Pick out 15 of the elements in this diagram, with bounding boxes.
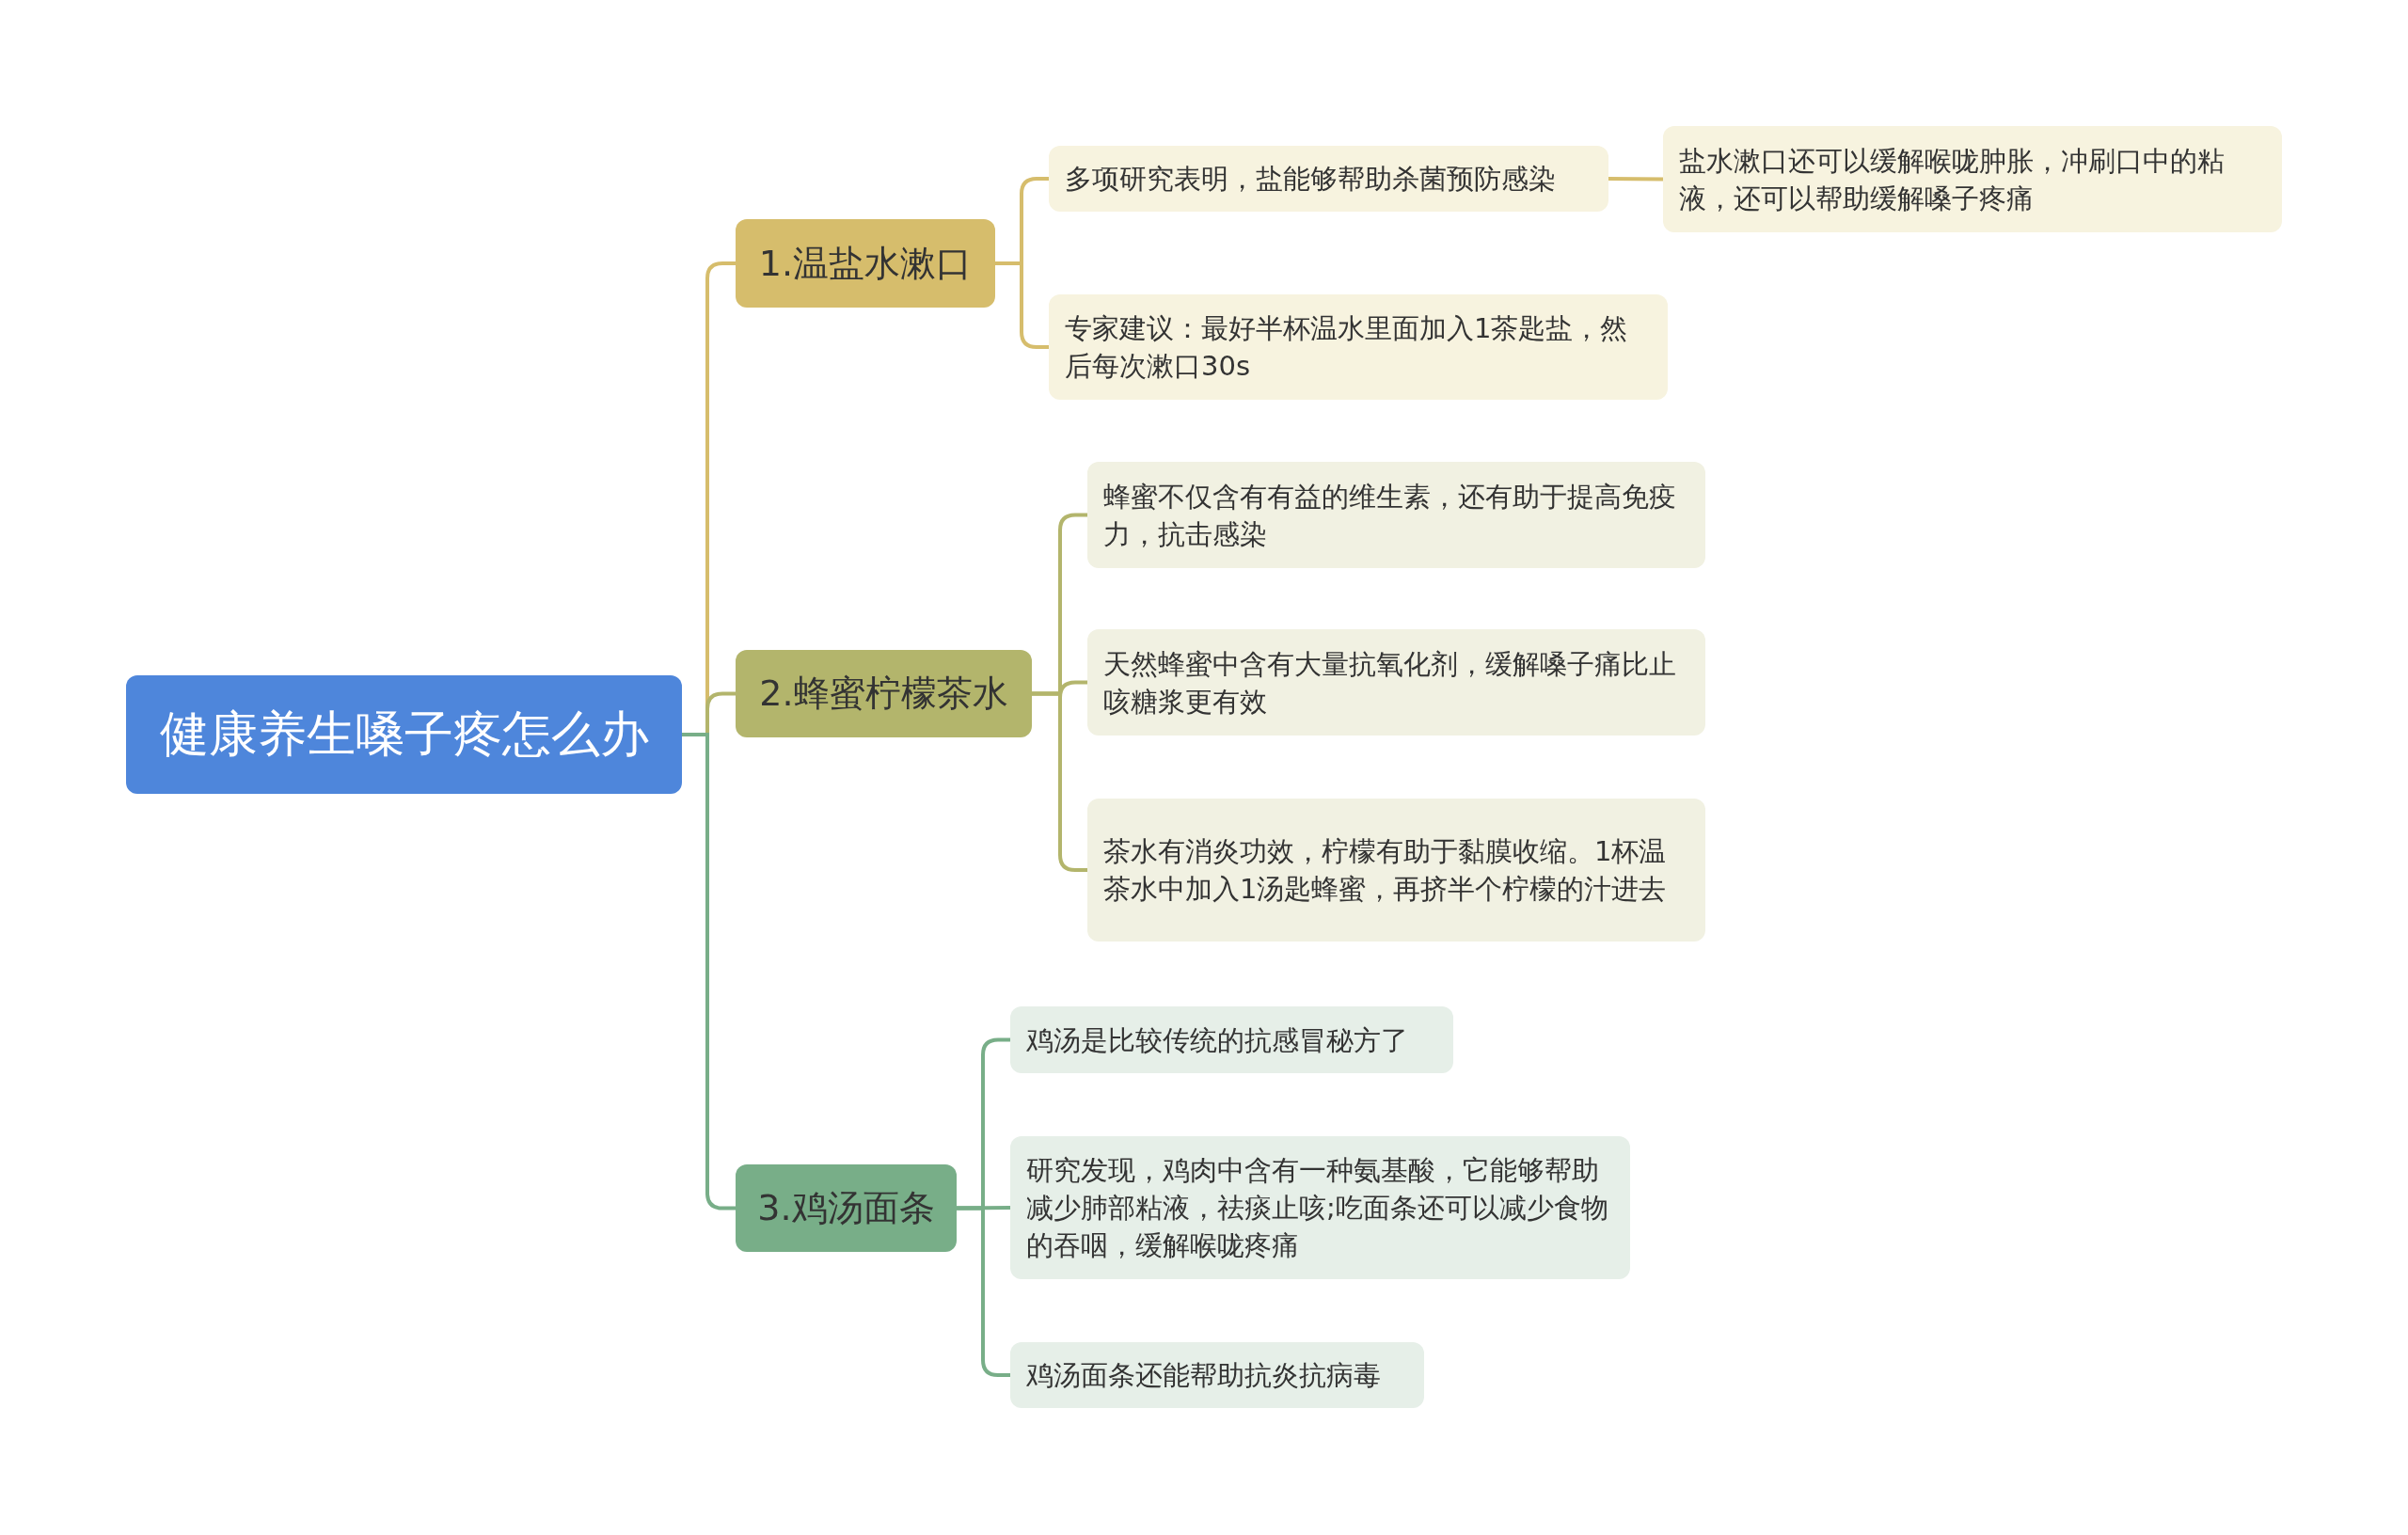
- note-box: 盐水漱口还可以缓解喉咙肿胀，冲刷口中的粘液，还可以帮助缓解嗓子疼痛: [1663, 126, 2282, 232]
- branch-box: 2.蜂蜜柠檬茶水: [736, 650, 1032, 737]
- connector: [956, 1206, 1011, 1211]
- note-box: 多项研究表明，盐能够帮助杀菌预防感染: [1049, 146, 1608, 212]
- branch-box: 3.鸡汤面条: [736, 1164, 957, 1252]
- topic-box: 健康养生嗓子疼怎么办: [126, 675, 682, 794]
- note-box: 鸡汤面条还能帮助抗炎抗病毒: [1010, 1342, 1424, 1408]
- note-box: 茶水有消炎功效，柠檬有助于黏膜收缩。1杯温茶水中加入1汤匙蜂蜜，再挤半个柠檬的汁进去: [1087, 799, 1705, 942]
- note-box: 研究发现，鸡肉中含有一种氨基酸，它能够帮助减少肺部粘液，祛痰止咳;吃面条还可以减少食物的吞咽，缓解喉咙疼痛: [1010, 1136, 1630, 1279]
- note-box: 鸡汤是比较传统的抗感冒秘方了: [1010, 1006, 1453, 1073]
- branch-box: 1.温盐水漱口: [736, 219, 995, 308]
- connector: [1608, 177, 1663, 182]
- note-box: 天然蜂蜜中含有大量抗氧化剂，缓解嗓子痛比止咳糖浆更有效: [1087, 629, 1705, 736]
- note-box: 专家建议：最好半杯温水里面加入1茶匙盐，然后每次漱口30s: [1049, 294, 1668, 400]
- note-box: 蜂蜜不仅含有有益的维生素，还有助于提高免疫力，抗击感染: [1087, 462, 1705, 568]
